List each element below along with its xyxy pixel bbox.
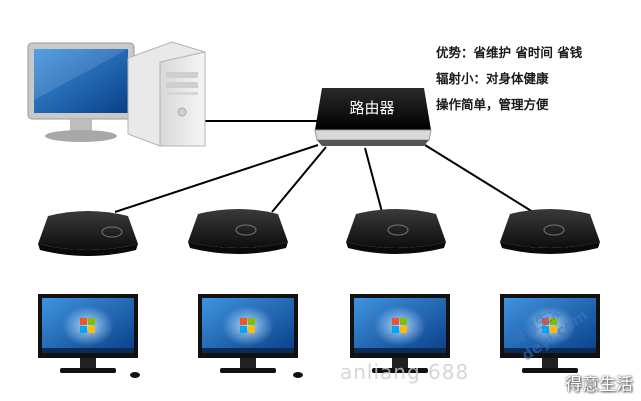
line-router-client-1: [114, 144, 319, 213]
client-monitor-1: [38, 294, 140, 378]
benefit-line-3: 操作简单，管理方便: [436, 97, 549, 112]
client-monitor-3: [350, 294, 450, 373]
line-router-client-4: [424, 144, 534, 213]
benefit-line-2: 辐射小：对身体健康: [436, 71, 549, 86]
server-computer: [27, 41, 206, 147]
benefits-text: 优势：省维护 省时间 省钱 辐射小：对身体健康 操作简单，管理方便: [436, 40, 636, 118]
server-tower: [127, 41, 206, 147]
client-box-2: [188, 209, 288, 254]
watermark-corner: 得意生活: [565, 375, 633, 395]
router: 路由器: [314, 88, 432, 146]
client-box-4: [500, 209, 600, 254]
server-monitor: [27, 42, 135, 142]
watermark-bottom: anliang 688: [340, 360, 470, 384]
client-monitor-2: [198, 294, 303, 378]
client-box-1: [38, 211, 138, 256]
router-label: 路由器: [349, 99, 394, 117]
benefit-line-1: 优势：省维护 省时间 省钱: [436, 45, 583, 60]
line-router-client-3: [364, 147, 383, 213]
client-monitor-4: [500, 294, 600, 373]
connections: [114, 120, 534, 213]
client-box-3: [346, 209, 446, 254]
line-router-client-2: [271, 146, 327, 213]
